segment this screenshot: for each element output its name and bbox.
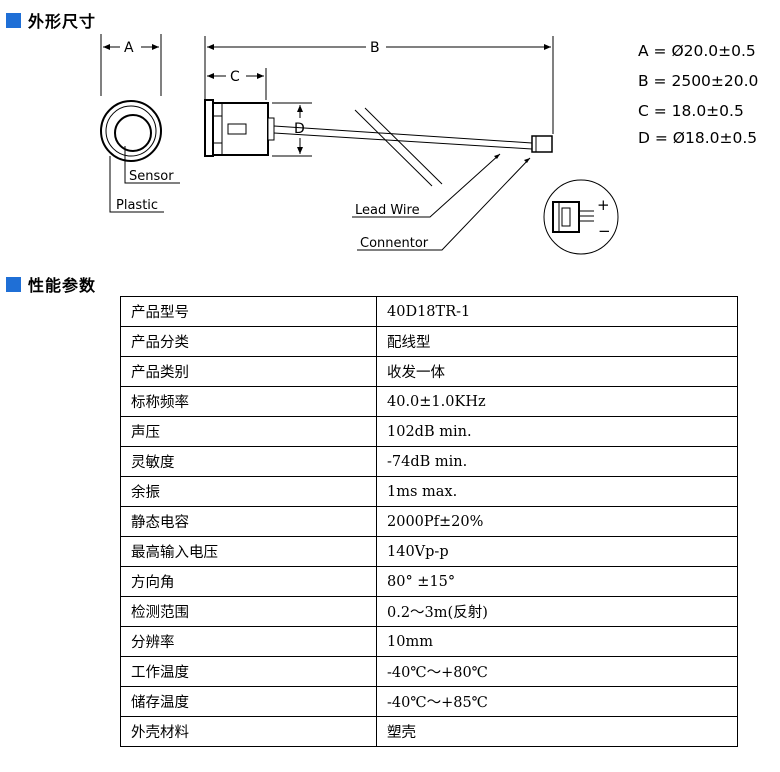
spec-label: 标称频率 <box>120 386 377 417</box>
spec-label: 外壳材料 <box>120 716 377 747</box>
section-marker <box>6 276 21 292</box>
connector-detail-socket <box>561 207 571 227</box>
spec-value: 40.0±1.0KHz <box>376 386 738 417</box>
legend-line-c: C = 18.0±0.5 <box>638 102 744 120</box>
section-header-specs: 性能参数 <box>6 272 96 296</box>
dimension-drawing: A B C D Sensor Plastic Lead Wire Connent… <box>100 34 758 255</box>
spec-value: 102dB min. <box>376 416 738 447</box>
polarity-minus: − <box>598 222 611 240</box>
sensor-label: Sensor <box>129 169 174 184</box>
section-title-specs: 性能参数 <box>28 276 97 295</box>
connector-label: Connentor <box>360 236 429 251</box>
connector-leader <box>357 157 531 251</box>
section-header-dimensions: 外形尺寸 <box>6 8 96 32</box>
connector-leader-arrowhead <box>524 158 530 163</box>
spec-value: 收发一体 <box>376 356 738 387</box>
lead-wire-label: Lead Wire <box>355 203 420 218</box>
legend-line-b: B = 2500±20.0 <box>638 72 758 90</box>
spec-label: 产品类别 <box>120 356 377 387</box>
spec-label: 方向角 <box>120 566 377 597</box>
spec-value: 塑壳 <box>376 716 738 747</box>
spec-label: 检测范围 <box>120 596 377 627</box>
connector-body <box>531 135 553 153</box>
housing-flange <box>204 99 214 157</box>
spec-label: 最高输入电压 <box>120 536 377 567</box>
legend-line-a: A = Ø20.0±0.5 <box>638 42 756 60</box>
lead-wire-leader <box>352 153 501 218</box>
wire-break-mark-2 <box>364 107 443 185</box>
dim-c-label: C <box>230 69 240 85</box>
lead-wire-bottom <box>273 132 533 150</box>
spec-label: 产品型号 <box>120 296 377 327</box>
spec-value: 10mm <box>376 626 738 657</box>
sensor-outer-ring <box>100 100 162 162</box>
spec-value: 0.2～3m(反射) <box>376 596 738 627</box>
plastic-label: Plastic <box>116 198 158 213</box>
spec-value: 80° ±15° <box>376 566 738 597</box>
sensor-middle-ring <box>105 105 157 157</box>
sensor-inner-disc <box>114 114 152 152</box>
spec-label: 储存温度 <box>120 686 377 717</box>
spec-value: -40℃～+85℃ <box>376 686 738 717</box>
table-row: 外壳材料塑壳 <box>120 716 738 747</box>
dim-d-label: D <box>294 121 305 137</box>
spec-value: -40℃～+80℃ <box>376 656 738 687</box>
connector-detail-circle <box>543 179 619 255</box>
table-row: 产品分类配线型 <box>120 326 738 357</box>
table-row: 产品类别收发一体 <box>120 356 738 387</box>
spec-label: 静态电容 <box>120 506 377 537</box>
lead-wire-leader-arrowhead <box>494 154 500 159</box>
wire-break-mark-1 <box>354 109 433 187</box>
spec-label: 分辨率 <box>120 626 377 657</box>
spec-label: 工作温度 <box>120 656 377 687</box>
table-row: 灵敏度-74dB min. <box>120 446 738 477</box>
section-title-dimensions: 外形尺寸 <box>28 12 97 31</box>
polarity-plus: + <box>597 196 610 214</box>
spec-value: 40D18TR-1 <box>376 296 738 327</box>
dim-b-label: B <box>370 40 380 56</box>
spec-label: 声压 <box>120 416 377 447</box>
sensor-leader <box>124 146 180 184</box>
legend-line-d: D = Ø18.0±0.5 <box>638 129 757 147</box>
housing-slot <box>227 123 247 135</box>
housing-tail <box>267 117 275 141</box>
spec-label: 产品分类 <box>120 326 377 357</box>
spec-value: 140Vp-p <box>376 536 738 567</box>
spec-value: 1ms max. <box>376 476 738 507</box>
section-marker <box>6 12 21 28</box>
table-row: 工作温度-40℃～+80℃ <box>120 656 738 687</box>
spec-label: 灵敏度 <box>120 446 377 477</box>
spec-value: 2000Pf±20% <box>376 506 738 537</box>
spec-label: 余振 <box>120 476 377 507</box>
lead-wire-top <box>273 125 533 144</box>
spec-value: 配线型 <box>376 326 738 357</box>
spec-value: -74dB min. <box>376 446 738 477</box>
plastic-leader <box>109 156 164 213</box>
dim-a-label: A <box>124 40 134 56</box>
table-row: 储存温度-40℃～+85℃ <box>120 686 738 717</box>
